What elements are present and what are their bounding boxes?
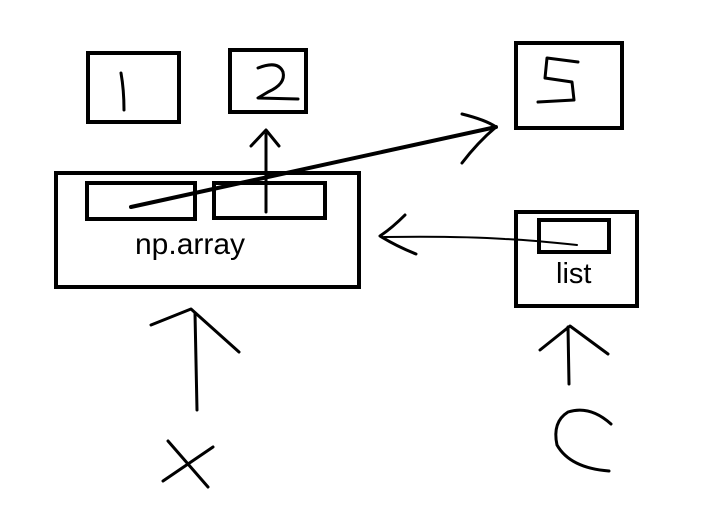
arrow-c-to-list — [538, 324, 610, 386]
variable-c — [554, 408, 613, 473]
list-box — [514, 210, 639, 308]
nparray-label: np.array — [135, 228, 246, 261]
list-slot-1 — [537, 218, 611, 254]
list-label: list — [556, 258, 592, 290]
variable-x — [161, 439, 215, 489]
value-box-5 — [514, 41, 624, 130]
nparray-slot-1 — [85, 181, 197, 221]
nparray-box — [54, 171, 361, 289]
value-box-1 — [86, 51, 181, 124]
arrow-list-to-nparray — [378, 213, 578, 256]
arrow-x-to-nparray — [149, 307, 241, 412]
handwritten-digit-5 — [536, 56, 580, 104]
handwritten-digit-2 — [256, 63, 300, 101]
nparray-slot-2 — [212, 181, 327, 220]
arrow-slot1-to-value5 — [129, 112, 498, 209]
arrow-slot2-to-value2 — [249, 128, 281, 214]
handwritten-digit-1 — [119, 71, 126, 112]
value-box-2 — [228, 48, 308, 114]
